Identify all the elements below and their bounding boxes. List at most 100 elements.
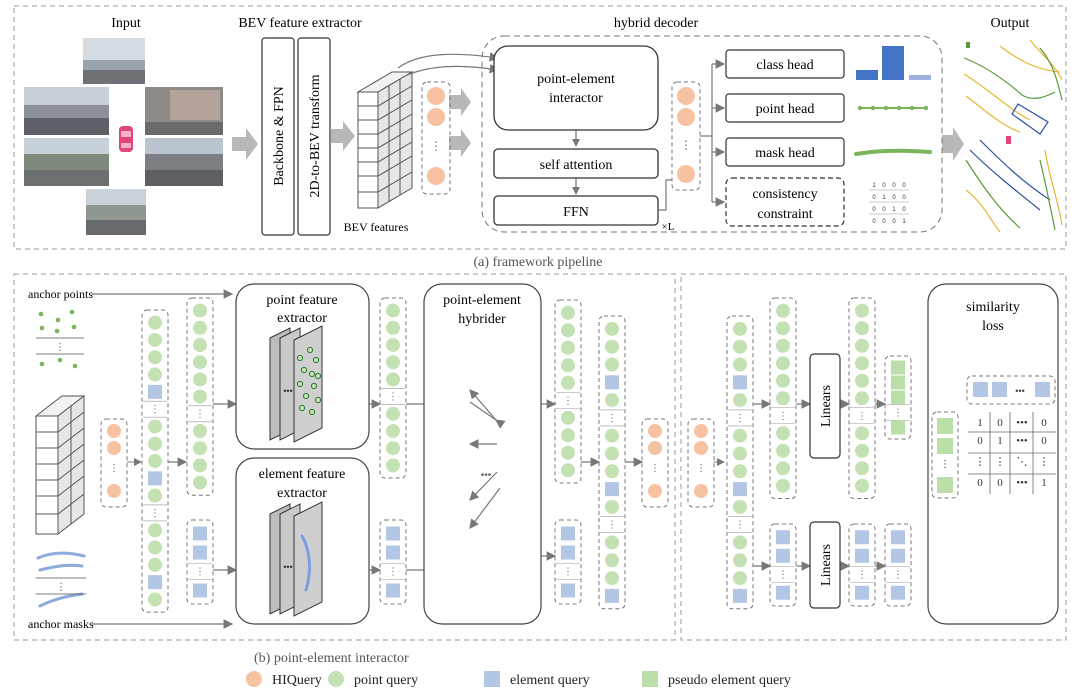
point-query-icon bbox=[855, 373, 869, 388]
point-query-icon bbox=[733, 571, 747, 586]
anchor-points-icon: ⋮ bbox=[36, 309, 84, 369]
matrix-cell: 1 bbox=[977, 417, 983, 429]
point-query-icon bbox=[148, 315, 162, 330]
point-query-icon bbox=[733, 339, 747, 354]
point-query-icon bbox=[148, 419, 162, 434]
element-query-icon bbox=[561, 526, 575, 541]
point-query-icon bbox=[776, 426, 790, 441]
query-column: ⋮ bbox=[769, 297, 797, 499]
matrix-cell: 0 bbox=[977, 477, 983, 489]
matrix-cell: ••• bbox=[1016, 477, 1028, 489]
backbone-fpn-label: Backbone & FPN bbox=[272, 86, 287, 186]
point-query-icon bbox=[776, 373, 790, 388]
element-extractor-line2: extractor bbox=[277, 486, 327, 501]
consistency-constraint-box bbox=[725, 177, 845, 227]
element-query-icon bbox=[386, 526, 400, 541]
element-query-icon bbox=[855, 585, 869, 600]
point-query-icon bbox=[605, 535, 619, 550]
self-attention-label: self attention bbox=[540, 158, 613, 173]
point-query-icon bbox=[148, 350, 162, 365]
pseudo-element-query-icon bbox=[891, 420, 905, 435]
svg-text:1: 1 bbox=[872, 183, 876, 189]
ellipsis: ⋮ bbox=[696, 463, 706, 474]
point-query-icon bbox=[855, 338, 869, 353]
point-query-icon bbox=[386, 372, 400, 387]
class-head-label: class head bbox=[756, 58, 813, 73]
hiquery-icon bbox=[107, 424, 121, 438]
point-query-icon bbox=[561, 445, 575, 460]
svg-text:0: 0 bbox=[872, 207, 876, 213]
svg-text:•••: ••• bbox=[283, 386, 292, 396]
camera-back-left bbox=[24, 138, 109, 186]
matrix-cell: ••• bbox=[1016, 417, 1028, 429]
output-title: Output bbox=[991, 16, 1030, 31]
bev-extractor-title: BEV feature extractor bbox=[238, 16, 362, 31]
element-query-icon bbox=[733, 588, 747, 603]
hiquery-icon bbox=[427, 167, 445, 185]
svg-text:0: 0 bbox=[902, 195, 906, 201]
point-query-icon bbox=[561, 375, 575, 390]
class-head-box bbox=[725, 49, 845, 79]
element-query-icon bbox=[891, 530, 905, 545]
panel-b-right-border bbox=[680, 273, 1067, 641]
svg-text:1: 1 bbox=[882, 195, 886, 201]
hybrider-line1: point-element bbox=[443, 293, 521, 308]
svg-text:⋮: ⋮ bbox=[940, 459, 950, 470]
ellipsis: ⋮ bbox=[735, 413, 745, 424]
pseudo-element-query-icon bbox=[891, 360, 905, 375]
point-query-icon bbox=[776, 391, 790, 406]
mask-head-label: mask head bbox=[755, 146, 814, 161]
point-query-icon bbox=[193, 441, 207, 456]
matrix-cell: ••• bbox=[1016, 435, 1028, 447]
element-query-icon bbox=[733, 482, 747, 497]
cube-to-decoder-arrow bbox=[397, 52, 500, 69]
point-query-icon bbox=[193, 475, 207, 490]
element-query-icon bbox=[193, 583, 207, 598]
point-query-icon bbox=[193, 303, 207, 318]
svg-text:⋮: ⋮ bbox=[56, 582, 66, 593]
camera-back bbox=[86, 189, 146, 235]
ellipsis: ⋮ bbox=[735, 520, 745, 531]
query-column: ⋮ bbox=[848, 523, 876, 607]
svg-text:0: 0 bbox=[882, 219, 886, 225]
ellipsis: ⋮ bbox=[650, 463, 660, 474]
hiquery-icon bbox=[694, 441, 708, 455]
similarity-pseudo-column: ⋮ bbox=[931, 411, 959, 499]
legend-label: element query bbox=[510, 673, 590, 688]
query-column: ⋮ bbox=[379, 519, 407, 605]
point-query-icon bbox=[733, 321, 747, 336]
point-query-icon bbox=[776, 461, 790, 476]
ellipsis: ⋮ bbox=[857, 569, 867, 580]
hiquery-icon bbox=[677, 165, 695, 183]
caption-a: (a) framework pipeline bbox=[473, 255, 602, 270]
matrix-cell: 0 bbox=[997, 477, 1003, 489]
point-query-icon bbox=[148, 367, 162, 382]
bev-features-cube bbox=[356, 71, 414, 209]
query-column: ⋮ bbox=[186, 519, 214, 605]
cube-to-decoder-arrow bbox=[404, 63, 500, 77]
legend-item: pseudo element query bbox=[642, 671, 791, 688]
point-element-interactor-box bbox=[493, 45, 659, 131]
element-query-icon bbox=[891, 585, 905, 600]
ellipsis: ⋮ bbox=[195, 567, 205, 578]
hiquery-icon bbox=[107, 484, 121, 498]
point-query-icon bbox=[193, 372, 207, 387]
point-query-icon bbox=[148, 332, 162, 347]
ellipsis: ⋮ bbox=[893, 569, 903, 580]
hiquery-stack-in bbox=[421, 81, 451, 195]
hiquery-stack-r bbox=[687, 418, 715, 508]
pseudo-element-query-icon bbox=[891, 375, 905, 390]
ellipsis: ⋮ bbox=[778, 569, 788, 580]
point-query-icon bbox=[561, 463, 575, 478]
svg-text:0: 0 bbox=[892, 195, 896, 201]
panel-a-border bbox=[13, 5, 1067, 250]
point-query-icon bbox=[193, 424, 207, 438]
legend-item: element query bbox=[484, 671, 590, 688]
point-element-hybrider-box bbox=[423, 283, 542, 625]
hiquery-icon bbox=[427, 108, 445, 126]
feature-maps-points: ••• bbox=[269, 325, 323, 443]
matrix-cell: ⋮ bbox=[1039, 456, 1050, 468]
point-query-icon bbox=[148, 436, 162, 451]
